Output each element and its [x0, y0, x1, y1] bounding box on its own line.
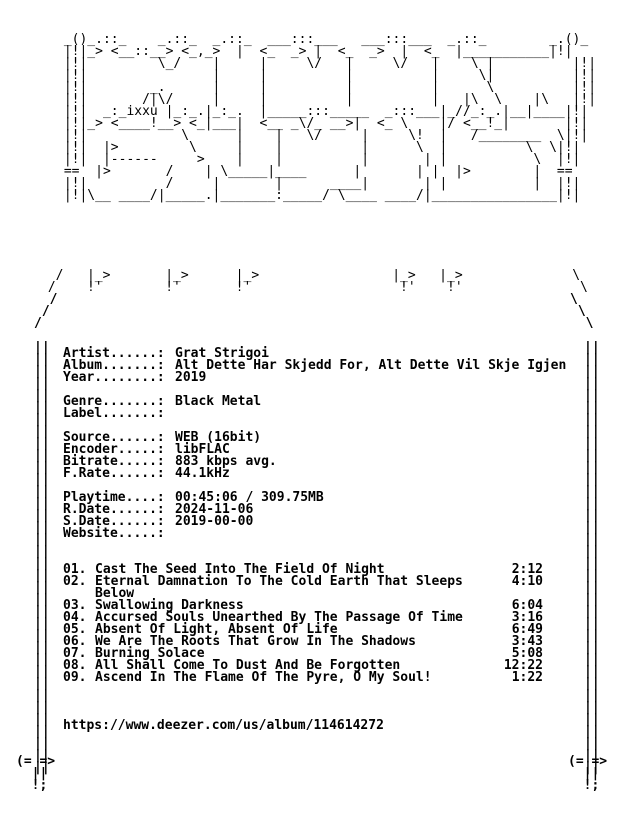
- track-number: 08.: [63, 658, 87, 673]
- bitrate-key: Bitrate.....:: [63, 454, 165, 469]
- ascii-logo-tail: / |_> |_> |_> |_> |_> \ / !' !' !' !' !'…: [47, 268, 588, 295]
- track-title: Absent Of Light, Absent Of Life: [95, 622, 338, 637]
- frame-end-right: (= => || !;: [568, 754, 608, 793]
- track-duration: 4:10: [511, 574, 543, 589]
- track-duration: 3:43: [511, 634, 543, 649]
- year-row: Year........: 2019: [63, 370, 583, 385]
- track-row: 06. We Are The Roots That Grow In The Sha…: [63, 634, 583, 649]
- track-duration: 1:22: [511, 670, 543, 685]
- frate-key: F.Rate......:: [63, 466, 165, 481]
- track-row: 04. Accursed Souls Unearthed By The Passa…: [63, 610, 583, 625]
- rdate-row: R.Date......: 2024-11-06: [63, 502, 583, 517]
- source-row: Source......: WEB (16bit): [63, 430, 583, 445]
- track-row: 03. Swallowing Darkness 6:04: [63, 598, 583, 613]
- track-number: 09.: [63, 670, 87, 685]
- artist-key: Artist......:: [63, 346, 165, 361]
- frame-right-diagonal: \ \ \: [570, 292, 594, 331]
- encoder-value: libFLAC: [175, 442, 230, 457]
- album-link[interactable]: https://www.deezer.com/us/album/11461427…: [63, 718, 384, 733]
- frame-right-pipes: || || || || || || || || || || || || || |…: [584, 340, 600, 775]
- track-title: All Shall Come To Dust And Be Forgotten: [95, 658, 401, 673]
- rdate-key: R.Date......:: [63, 502, 165, 517]
- bitrate-row: Bitrate.....: 883 kbps avg.: [63, 454, 583, 469]
- frate-row: F.Rate......: 44.1kHz: [63, 466, 583, 481]
- track-duration: 3:16: [511, 610, 543, 625]
- playtime-key: Playtime....:: [63, 490, 165, 505]
- frame-end-left: (= => || !;: [16, 754, 56, 793]
- source-key: Source......:: [63, 430, 165, 445]
- genre-key: Genre.......:: [63, 394, 165, 409]
- encoder-row: Encoder.....: libFLAC: [63, 442, 583, 457]
- artist-row: Artist......: Grat Strigoi: [63, 346, 583, 361]
- track-title: Swallowing Darkness: [95, 598, 244, 613]
- album-row: Album.......: Alt Dette Har Skjedd For, A…: [63, 358, 583, 373]
- track-number: 07.: [63, 646, 87, 661]
- ascii-logo: _()_.::_ _.::_ _.::_ ___:::___ ___:::___…: [63, 32, 597, 203]
- track-row: 07. Burning Solace 5:08: [63, 646, 583, 661]
- sdate-key: S.Date......:: [63, 514, 165, 529]
- label-row: Label.......:: [63, 406, 583, 421]
- album-value: Alt Dette Har Skjedd For, Alt Dette Vil …: [175, 358, 567, 373]
- website-key: Website.....:: [63, 526, 165, 541]
- playtime-row: Playtime....: 00:45:06 / 309.75MB: [63, 490, 583, 505]
- track-title: Burning Solace: [95, 646, 205, 661]
- year-key: Year........:: [63, 370, 165, 385]
- playtime-value: 00:45:06 / 309.75MB: [175, 490, 324, 505]
- frame-left-pipes: || || || || || || || || || || || || || |…: [34, 340, 50, 775]
- genre-row: Genre.......: Black Metal: [63, 394, 583, 409]
- artist-value: Grat Strigoi: [175, 346, 269, 361]
- track-number: 02.: [63, 574, 87, 589]
- track-number: 06.: [63, 634, 87, 649]
- track-row: 08. All Shall Come To Dust And Be Forgott…: [63, 658, 583, 673]
- website-row: Website.....:: [63, 526, 583, 541]
- track-number: 01.: [63, 562, 87, 577]
- track-title: Ascend In The Flame Of The Pyre, O My So…: [95, 670, 432, 685]
- frate-value: 44.1kHz: [175, 466, 230, 481]
- encoder-key: Encoder.....:: [63, 442, 165, 457]
- release-info: Artist......:Grat Strigoi Album.......:A…: [63, 346, 583, 733]
- sdate-row: S.Date......: 2019-00-00: [63, 514, 583, 529]
- track-title-continuation: Below: [95, 586, 135, 601]
- label-key: Label.......:: [63, 406, 165, 421]
- track-number: 03.: [63, 598, 87, 613]
- track-duration: 6:04: [511, 598, 543, 613]
- album-key: Album.......:: [63, 358, 165, 373]
- sdate-value: 2019-00-00: [175, 514, 254, 529]
- track-duration: 2:12: [511, 562, 543, 577]
- track-duration: 12:22: [503, 658, 543, 673]
- track-row: 01. Cast The Seed Into The Field Of Night…: [63, 562, 583, 577]
- source-value: WEB (16bit): [175, 430, 262, 445]
- rdate-value: 2024-11-06: [175, 502, 254, 517]
- genre-value: Black Metal: [175, 394, 262, 409]
- bitrate-value: 883 kbps avg.: [175, 454, 277, 469]
- track-duration: 6:49: [511, 622, 543, 637]
- year-value: 2019: [175, 370, 207, 385]
- track-title: Eternal Damnation To The Cold Earth That…: [95, 574, 463, 589]
- track-row: 02. Eternal Damnation To The Cold Earth T…: [63, 574, 583, 589]
- frame-left-diagonal: / / /: [34, 292, 58, 331]
- track-title: We Are The Roots That Grow In The Shadow…: [95, 634, 416, 649]
- track-number: 04.: [63, 610, 87, 625]
- track-number: 05.: [63, 622, 87, 637]
- track-row: 09. Ascend In The Flame Of The Pyre, O My…: [63, 670, 583, 685]
- track-duration: 5:08: [511, 646, 543, 661]
- track-row: 05. Absent Of Light, Absent Of Life 6:49: [63, 622, 583, 637]
- track-title: Accursed Souls Unearthed By The Passage …: [95, 610, 463, 625]
- track-title: Cast The Seed Into The Field Of Night: [95, 562, 385, 577]
